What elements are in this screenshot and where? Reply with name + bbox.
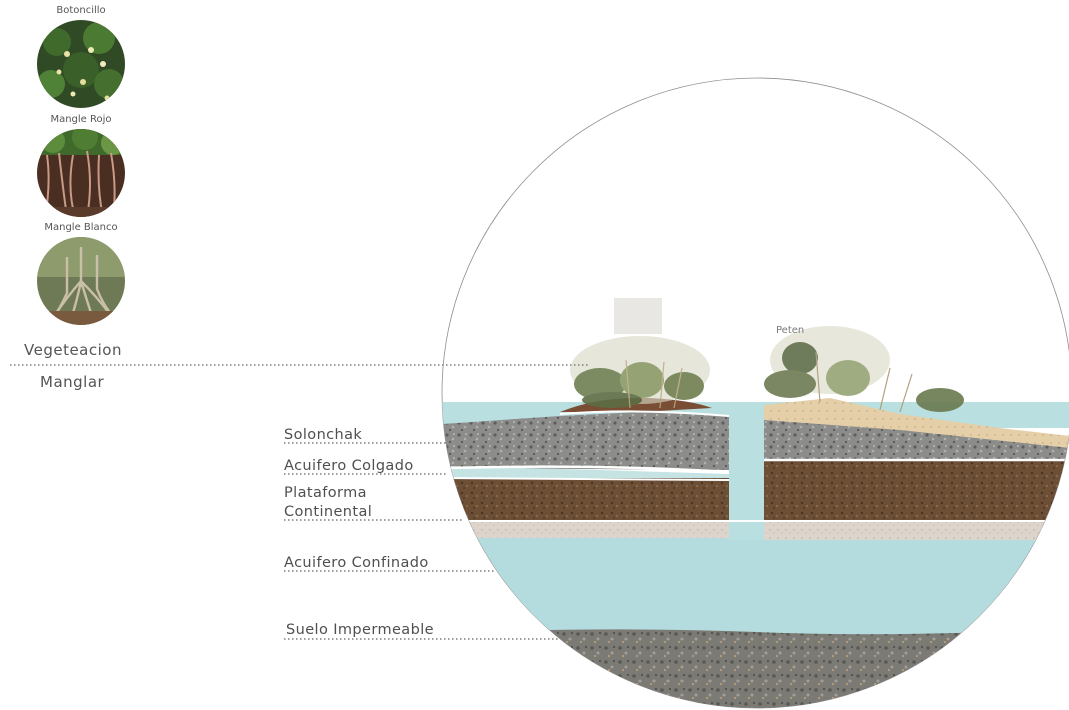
layer-label-acuifero-colgado: Acuifero Colgado — [284, 458, 414, 474]
species-mangle-blanco: Mangle Blanco — [34, 221, 128, 325]
vegetation-right — [764, 326, 964, 413]
platform-right — [764, 460, 1069, 520]
botoncillo-photo — [37, 20, 125, 108]
platform-left — [443, 478, 729, 520]
species-name: Mangle Blanco — [44, 222, 118, 233]
perched-aquifer-left — [443, 466, 729, 480]
peten-label: Peten — [776, 325, 804, 336]
species-name: Botoncillo — [56, 5, 106, 16]
layer-label-suelo-impermeable: Suelo Impermeable — [286, 622, 434, 638]
platform-base-right — [764, 522, 1069, 540]
layer-label-plataforma-continental: Plataforma Continental — [284, 485, 373, 520]
solonchak-left — [443, 412, 729, 470]
species-name: Mangle Rojo — [50, 114, 112, 125]
water-channel — [729, 405, 764, 540]
vegetation-left — [570, 298, 710, 409]
vegetation-title: Vegeteacion — [24, 341, 122, 359]
vegetation-subtitle: Manglar — [40, 373, 105, 391]
solonchak-right — [764, 420, 1069, 460]
impermeable-floor — [442, 628, 1069, 708]
confined-aquifer-water — [442, 528, 1069, 638]
platform-base-left — [443, 522, 729, 538]
mangle-blanco-photo — [37, 237, 125, 325]
species-botoncillo: Botoncillo — [34, 4, 128, 108]
species-mangle-rojo: Mangle Rojo — [34, 113, 128, 217]
layer-label-solonchak: Solonchak — [284, 427, 363, 443]
layer-label-acuifero-confinado: Acuifero Confinado — [284, 555, 429, 571]
